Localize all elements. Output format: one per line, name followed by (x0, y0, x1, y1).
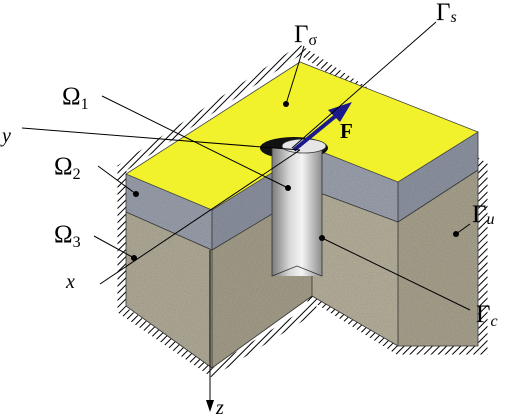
axis-x-line (99, 149, 301, 285)
axes (21, 127, 301, 412)
axis-y-line (21, 127, 301, 151)
label-omega1: Ω1 (62, 83, 89, 113)
label-omega3: Ω3 (54, 221, 81, 251)
label-gamma-u: Γu (472, 201, 494, 228)
leader-dots (131, 101, 459, 261)
label-gamma-s: Γs (436, 0, 457, 26)
leader-lines (93, 21, 471, 311)
label-gamma-sigma: Γσ (294, 21, 317, 49)
omega2-front-left (126, 174, 212, 250)
label-axis-z: z (215, 397, 224, 417)
label-force: F (340, 119, 353, 143)
force-arrow (292, 102, 352, 152)
label-gamma-c: Γc (476, 301, 498, 330)
omega3-right-right (398, 170, 478, 346)
omega3-right-left (312, 190, 398, 346)
label-axis-x: x (65, 271, 75, 293)
omega2-right-left (312, 148, 398, 222)
omega3-front-left (126, 212, 212, 368)
label-omega2: Ω2 (54, 153, 81, 183)
layer-omega3 (126, 170, 478, 368)
axis-z-arrowhead (206, 400, 214, 412)
omega2-right-right (398, 132, 478, 222)
label-axis-y: y (0, 125, 11, 147)
